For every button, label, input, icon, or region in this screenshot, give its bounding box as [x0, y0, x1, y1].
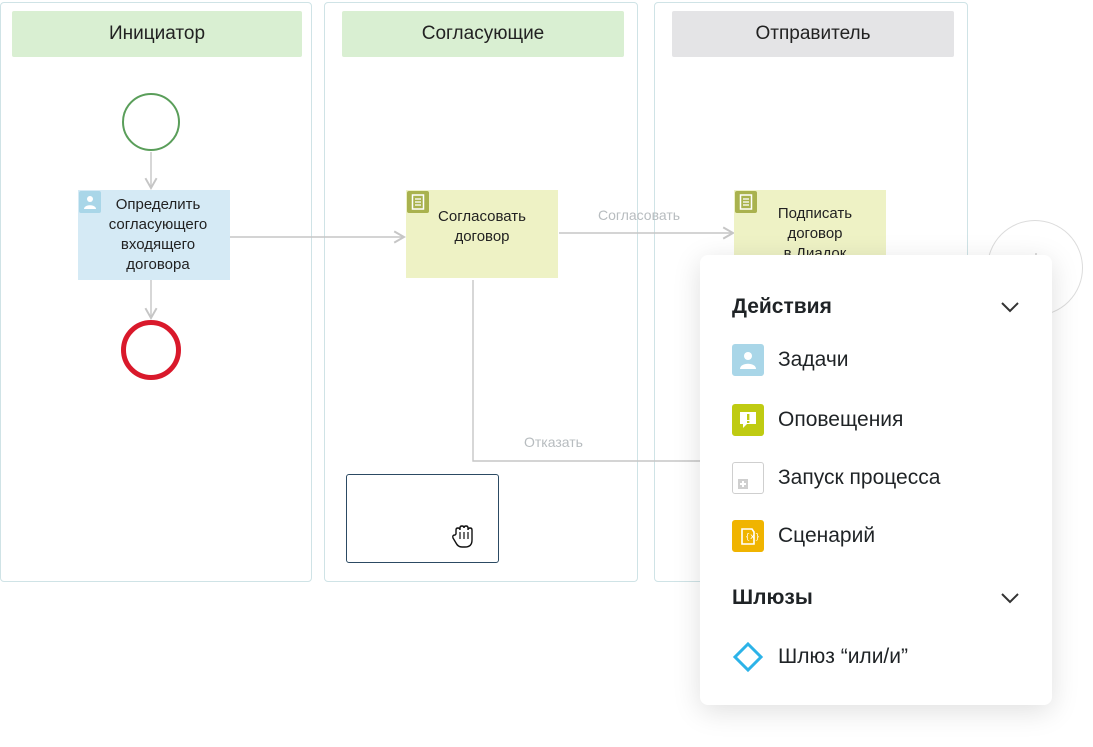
user-icon	[732, 344, 764, 376]
element-palette: Действия Задачи Оповещения Запуск процес…	[700, 255, 1052, 705]
diamond-gateway-icon	[732, 641, 764, 673]
grab-cursor-icon	[452, 525, 473, 548]
start-event[interactable]	[122, 93, 180, 151]
lane-header-approvers[interactable]: Согласующие	[342, 11, 624, 57]
item-label: Оповещения	[778, 408, 904, 431]
script-icon: {x}	[732, 520, 764, 552]
palette-item-script[interactable]: {x} Сценарий	[732, 518, 1020, 554]
palette-item-gateway-or-and[interactable]: Шлюз “или/и”	[732, 639, 1020, 675]
section-actions-header[interactable]: Действия	[732, 292, 1020, 322]
section-title: Действия	[732, 295, 832, 318]
task-label: Определить согласующего входящего догово…	[108, 196, 208, 273]
end-event[interactable]	[121, 320, 181, 380]
lane-header-sender[interactable]: Отправитель	[672, 11, 954, 57]
lane-header-initiator[interactable]: Инициатор	[12, 11, 302, 57]
document-icon	[735, 191, 757, 213]
task-approve-contract[interactable]: Согласовать договор	[406, 190, 558, 278]
palette-item-notifications[interactable]: Оповещения	[732, 402, 1020, 438]
lane-title: Инициатор	[108, 23, 206, 44]
item-label: Запуск процесса	[778, 466, 941, 489]
item-label: Шлюз “или/и”	[778, 645, 908, 668]
flow-reject[interactable]	[472, 280, 700, 462]
user-icon	[79, 191, 101, 213]
drag-placeholder[interactable]	[346, 474, 499, 563]
task-define-approver[interactable]: Определить согласующего входящего догово…	[78, 190, 230, 280]
task-label: Согласовать договор	[438, 208, 526, 245]
chevron-down-icon	[1001, 593, 1019, 604]
edge-label-rejected: Отказать	[524, 434, 583, 450]
lane-title: Согласующие	[421, 23, 545, 44]
svg-text:{x}: {x}	[745, 532, 759, 541]
palette-item-process-start[interactable]: Запуск процесса	[732, 460, 1020, 496]
edge-label-approved: Согласовать	[598, 207, 681, 223]
lane-title: Отправитель	[755, 23, 871, 44]
palette-item-tasks[interactable]: Задачи	[732, 342, 1020, 378]
process-start-icon	[732, 462, 764, 494]
document-icon	[407, 191, 429, 213]
item-label: Сценарий	[778, 524, 876, 547]
section-gateways-header[interactable]: Шлюзы	[732, 583, 1020, 613]
chevron-down-icon	[1001, 302, 1019, 313]
notification-icon	[732, 404, 764, 436]
section-title: Шлюзы	[732, 586, 813, 609]
item-label: Задачи	[778, 348, 849, 371]
